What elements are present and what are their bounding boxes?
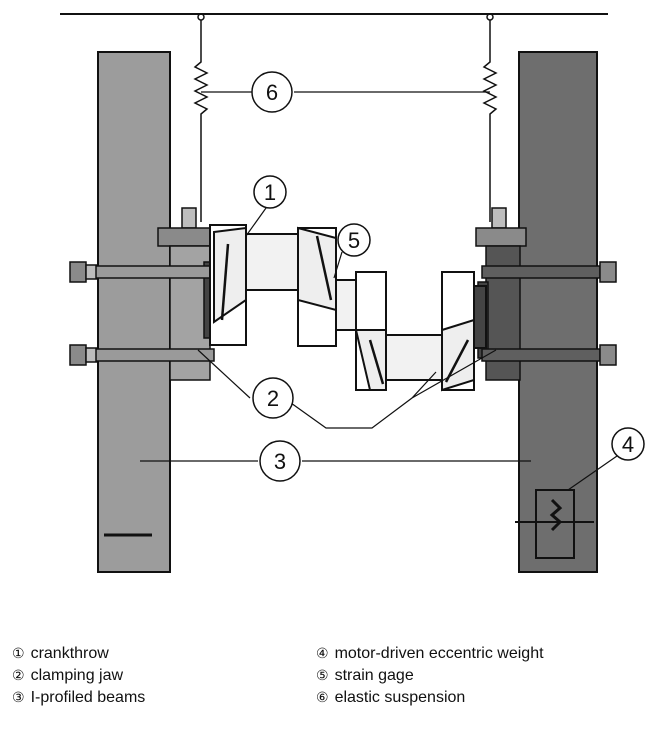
callout-4-label: 4 bbox=[622, 432, 634, 457]
leader-1 bbox=[245, 207, 267, 237]
left-spring bbox=[193, 20, 209, 222]
legend-label: elastic suspension bbox=[334, 689, 466, 706]
legend-item-elastic-suspension: ⑥ elastic suspension bbox=[316, 688, 465, 707]
callout-1-label: 1 bbox=[264, 180, 276, 205]
legend-number: ② bbox=[12, 667, 25, 683]
strain-gage-marks bbox=[220, 235, 470, 385]
right-spring bbox=[482, 20, 498, 222]
callout-3-label: 3 bbox=[274, 449, 286, 474]
callout-4: 4 bbox=[611, 427, 645, 461]
end-flange bbox=[473, 285, 487, 349]
crankshaft bbox=[209, 224, 487, 392]
legend-item-strain-gage: ⑤ strain gage bbox=[316, 666, 414, 685]
legend-number: ① bbox=[12, 645, 25, 661]
legend-item-crankthrow: ① crankthrow bbox=[12, 644, 109, 663]
legend-item-eccentric-weight: ④ motor-driven eccentric weight bbox=[316, 644, 544, 663]
elastic-suspension bbox=[193, 13, 498, 222]
legend-item-clamping-jaw: ② clamping jaw bbox=[12, 666, 123, 685]
crank-web-3-taper bbox=[354, 329, 387, 391]
leader-4 bbox=[567, 455, 618, 491]
callout-3: 3 bbox=[259, 440, 301, 482]
callout-2: 2 bbox=[252, 377, 294, 419]
callout-5: 5 bbox=[337, 223, 371, 257]
eccentric-weight-motor bbox=[515, 489, 594, 559]
callout-2-label: 2 bbox=[267, 386, 279, 411]
main-journal-right bbox=[385, 334, 443, 381]
legend-label: I-profiled beams bbox=[30, 689, 146, 706]
left-beam bbox=[97, 51, 171, 573]
diagram-canvas: 1 2 3 4 5 6 bbox=[60, 13, 645, 573]
leader-lines bbox=[140, 91, 618, 491]
callout-5-label: 5 bbox=[348, 228, 360, 253]
main-journal-left bbox=[245, 233, 299, 291]
clamping-bolts bbox=[69, 261, 617, 366]
legend-number: ④ bbox=[316, 645, 329, 661]
pin-journal-1 bbox=[335, 279, 357, 331]
callout-6-label: 6 bbox=[266, 80, 278, 105]
legend-label: crankthrow bbox=[30, 645, 109, 662]
legend-label: motor-driven eccentric weight bbox=[334, 645, 544, 662]
legend-item-i-profiled-beams: ③ I-profiled beams bbox=[12, 688, 145, 707]
legend-label: strain gage bbox=[334, 667, 414, 684]
callout-1: 1 bbox=[253, 175, 287, 209]
leader-5 bbox=[333, 251, 343, 279]
leader-2 bbox=[197, 349, 497, 429]
legend-number: ⑥ bbox=[316, 689, 329, 705]
legend-label: clamping jaw bbox=[30, 667, 124, 684]
right-beam bbox=[518, 51, 598, 573]
crank-web-1-taper bbox=[213, 226, 247, 324]
legend-number: ③ bbox=[12, 689, 25, 705]
legend-number: ⑤ bbox=[316, 667, 329, 683]
callout-6: 6 bbox=[251, 71, 293, 113]
